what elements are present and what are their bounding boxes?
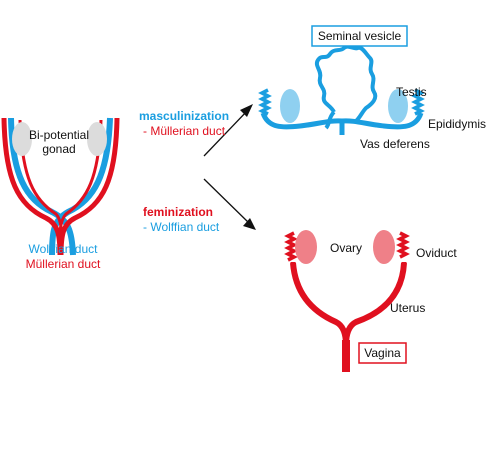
- gonad-label-line1: Bi-potential: [29, 128, 89, 142]
- masculinization-label: masculinization: [139, 109, 229, 123]
- masculinization-sublabel: - Müllerian duct: [143, 124, 226, 138]
- feminization-label: feminization: [143, 205, 213, 219]
- testis-right: [388, 89, 408, 123]
- seminal-vesicle-tube: [314, 44, 378, 124]
- vagina-label: Vagina: [364, 346, 401, 360]
- arrowhead-masculinization: [240, 104, 253, 117]
- oviduct-label: Oviduct: [416, 246, 457, 260]
- arrow-feminization: [203, 178, 251, 225]
- arrowhead-feminization: [243, 218, 256, 230]
- vas-deferens-label: Vas deferens: [360, 137, 430, 151]
- testis-left: [280, 89, 300, 123]
- seminal-vesicle-label: Seminal vesicle: [318, 29, 402, 43]
- seminal-vesicle-box: [311, 25, 408, 47]
- epididymis-label: Epididymis: [428, 117, 486, 131]
- epididymis-left: [258, 88, 272, 116]
- mullerian-duct-label: Müllerian duct: [26, 257, 101, 271]
- arrow-masculinization: [203, 109, 249, 157]
- uterus: [290, 262, 407, 346]
- ovary-label: Ovary: [330, 241, 362, 255]
- ovary-right: [373, 230, 395, 264]
- bipotential-gonad-left: [12, 122, 32, 156]
- oviduct-right: [396, 231, 410, 259]
- bipotential-gonad-right: [87, 122, 107, 156]
- epididymis-right: [411, 88, 425, 116]
- bipotential-stage: Bi-potential gonad Wolffian duct Mülleri…: [1, 117, 120, 271]
- testis-label: Testis: [396, 85, 427, 99]
- male-tract: Seminal vesicle Testis Epididymis Vas de…: [258, 25, 486, 151]
- wolffian-duct-label: Wolffian duct: [29, 242, 99, 256]
- uterus-label: Uterus: [390, 301, 425, 315]
- gonad-label-line2: gonad: [42, 142, 75, 156]
- mullerian-duct-inner: [18, 119, 103, 256]
- arrows: masculinization - Müllerian duct feminiz…: [139, 104, 256, 234]
- female-tract: Ovary Oviduct Uterus Vagina: [284, 230, 457, 372]
- vagina-box: [358, 342, 407, 364]
- oviduct-left: [284, 231, 298, 262]
- feminization-sublabel: - Wolffian duct: [143, 220, 220, 234]
- ovary-left: [295, 230, 317, 264]
